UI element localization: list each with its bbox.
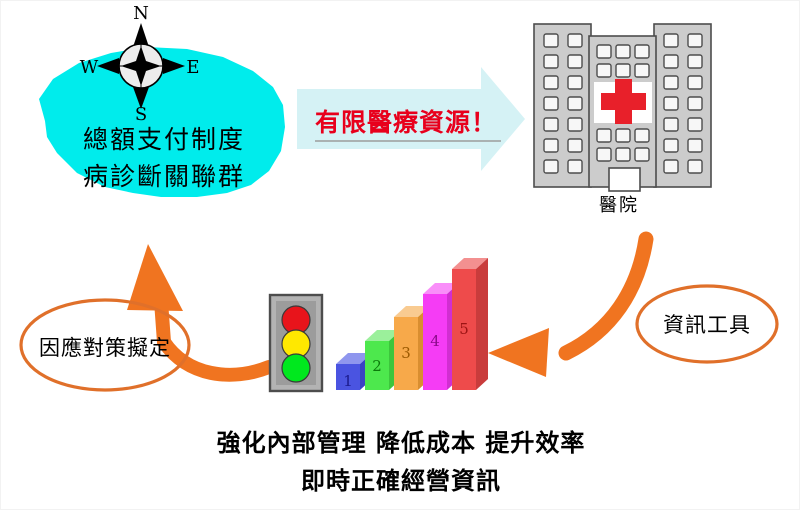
bar-1-front — [336, 364, 360, 390]
hospital-center-windows-top — [596, 44, 650, 78]
red-cross-icon — [601, 79, 646, 124]
compass-label-west: W — [80, 57, 99, 78]
up-arrow-to-cloud — [127, 244, 276, 382]
ellipse-right[interactable]: 資訊工具 — [635, 284, 779, 364]
cloud-label-line2: 病診斷關聯群 — [83, 162, 245, 191]
bar-2-value-label: 2 — [372, 357, 382, 375]
bar-chart: 1 2 3 4 — [336, 258, 488, 390]
bar-5-side — [476, 258, 488, 390]
bar-3-value-label: 3 — [401, 344, 411, 362]
banner-arrow: 有限醫療資源！ — [297, 67, 525, 171]
footer-line-1: 強化內部管理 降低成本 提升效率 — [217, 429, 586, 457]
ellipse-right-outline — [635, 284, 779, 364]
curved-arrow-from-hospital — [488, 231, 654, 377]
ellipse-left[interactable]: 因應對策擬定 — [19, 298, 191, 392]
bar-item-5: 5 — [452, 258, 488, 390]
bar-1-value-label: 1 — [343, 372, 353, 390]
bar-5-front — [452, 269, 476, 390]
traffic-light-icon — [268, 293, 324, 393]
hospital-center-windows-bottom — [596, 128, 650, 162]
hospital-building: 醫院 — [533, 23, 712, 216]
footer-line-2: 即時正確經營資訊 — [301, 467, 501, 495]
ellipse-right-label: 資訊工具 — [663, 313, 751, 337]
cloud-shape — [39, 47, 285, 197]
ellipse-left-outline — [19, 298, 191, 392]
bar-2-front — [365, 341, 389, 390]
hospital-left-windows — [543, 33, 583, 174]
bar-3-front — [394, 317, 418, 390]
bar-4-value-label: 4 — [430, 332, 440, 350]
compass-rose-icon: N S W E — [80, 3, 200, 125]
ellipse-left-label: 因應對策擬定 — [39, 336, 171, 360]
traffic-light-green — [281, 353, 311, 383]
compass-label-east: E — [186, 57, 199, 78]
compass-label-north: N — [133, 3, 149, 24]
compass-label-south: S — [135, 104, 147, 125]
banner-arrow-label: 有限醫療資源！ — [315, 108, 497, 137]
hospital-right-windows — [663, 33, 703, 174]
cloud-label-line1: 總額支付制度 — [83, 125, 245, 154]
banner-arrow-shape — [297, 67, 525, 171]
bar-4-front — [423, 294, 447, 390]
bar-5-value-label: 5 — [459, 320, 469, 338]
cloud-shape-group — [39, 47, 285, 197]
hospital-entrance-door — [608, 167, 641, 192]
hospital-label: 醫院 — [599, 195, 639, 216]
